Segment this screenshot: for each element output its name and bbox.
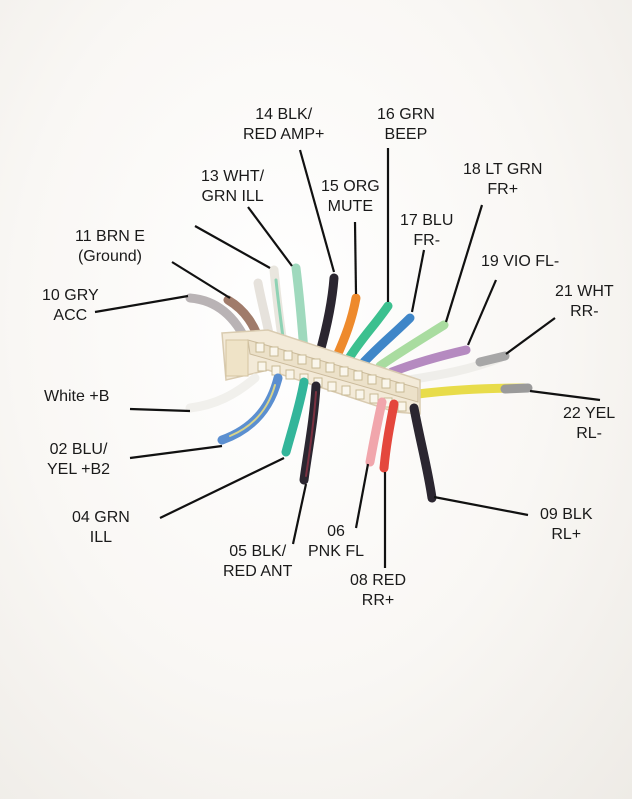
connector <box>221 329 421 415</box>
label-white-b-line1: White +B <box>44 388 110 405</box>
label-pin-10: 10 GRY ACC <box>42 286 99 326</box>
label-white-b: White +B <box>44 387 109 407</box>
wires-bottom <box>185 373 437 503</box>
wire-04-green <box>281 377 309 457</box>
wire-21-tip <box>475 351 510 367</box>
label-pin-22-line1: 22 YEL <box>563 405 616 422</box>
label-pin-18: 18 LT GRN FR+ <box>463 160 542 200</box>
label-pin-11-line2: (Ground) <box>77 248 142 265</box>
label-pin-11: 11 BRN E (Ground) <box>75 227 145 267</box>
label-pin-09-line1: 09 BLK <box>540 506 593 523</box>
label-pin-09: 09 BLK RL+ <box>540 505 592 545</box>
wire-08-red <box>379 399 399 473</box>
label-pin-17-line2: FR- <box>413 232 441 249</box>
label-pin-04-line2: ILL <box>89 529 113 546</box>
label-pin-09-line2: RL+ <box>551 526 582 543</box>
label-pin-21-line1: 21 WHT <box>555 283 614 300</box>
label-pin-10-line1: 10 GRY <box>42 287 99 304</box>
label-pin-16: 16 GRN BEEP <box>377 105 435 145</box>
label-pin-05-line2: RED ANT <box>223 563 293 580</box>
leader-lines <box>94 148 601 568</box>
label-pin-16-line2: BEEP <box>384 126 428 143</box>
label-pin-15-line1: 15 ORG <box>321 178 380 195</box>
label-pin-13: 13 WHT/ GRN ILL <box>201 167 264 207</box>
wire-14-black-red <box>315 273 339 357</box>
wire-22-tip <box>500 383 533 394</box>
label-pin-15: 15 ORG MUTE <box>321 177 380 217</box>
label-pin-11-line1: 11 BRN E <box>75 228 145 245</box>
wire-05-stripe <box>305 391 317 477</box>
label-pin-04: 04 GRN ILL <box>72 508 130 548</box>
wire-16-green <box>343 301 393 365</box>
label-pin-14-line2: RED AMP+ <box>243 126 325 143</box>
label-pin-13-line1: 13 WHT/ <box>201 168 265 185</box>
label-pin-19: 19 VIO FL- <box>481 252 559 272</box>
label-pin-05-line1: 05 BLK/ <box>229 543 287 560</box>
label-pin-16-line1: 16 GRN <box>377 106 435 123</box>
label-pin-08-line1: 08 RED <box>350 572 407 589</box>
label-pin-18-line2: FR+ <box>487 181 519 198</box>
label-pin-19-line1: 19 VIO FL- <box>481 253 560 270</box>
label-pin-22-line2: RL- <box>576 425 602 442</box>
label-pin-15-line2: MUTE <box>327 198 373 215</box>
label-pin-13-line2: GRN ILL <box>201 188 264 205</box>
wire-02-stripe <box>229 384 276 437</box>
label-pin-17-line1: 17 BLU <box>400 212 454 229</box>
wire-white-b <box>185 373 260 413</box>
label-pin-02: 02 BLU/ YEL +B2 <box>47 440 110 480</box>
wire-17-blue <box>359 313 415 367</box>
label-pin-10-line2: ACC <box>53 307 88 324</box>
wire-19-violet <box>387 345 471 377</box>
label-pin-02-line2: YEL +B2 <box>47 461 111 478</box>
wire-06-pink <box>365 397 387 467</box>
label-pin-04-line1: 04 GRN <box>72 509 130 526</box>
label-pin-05: 05 BLK/ RED ANT <box>223 542 292 582</box>
label-pin-02-line1: 02 BLU/ <box>49 441 108 458</box>
label-pin-18-line1: 18 LT GRN <box>463 161 543 178</box>
label-pin-06-line1: 06 <box>327 523 345 540</box>
wire-09-black <box>409 403 437 503</box>
wire-18-light-green <box>375 320 449 371</box>
label-pin-14-line1: 14 BLK/ <box>255 106 313 123</box>
label-pin-17: 17 BLU FR- <box>400 211 453 251</box>
label-pin-21-line2: RR- <box>570 303 599 320</box>
label-pin-14: 14 BLK/ RED AMP+ <box>243 105 324 145</box>
label-pin-08: 08 RED RR+ <box>350 571 406 611</box>
label-pin-21: 21 WHT RR- <box>555 282 614 322</box>
label-pin-08-line2: RR+ <box>361 592 395 609</box>
wire-05-black-red <box>299 381 321 485</box>
label-pin-06-line2: PNK FL <box>308 543 365 560</box>
label-pin-06: 06 PNK FL <box>308 522 364 562</box>
label-pin-22: 22 YEL RL- <box>563 404 615 444</box>
